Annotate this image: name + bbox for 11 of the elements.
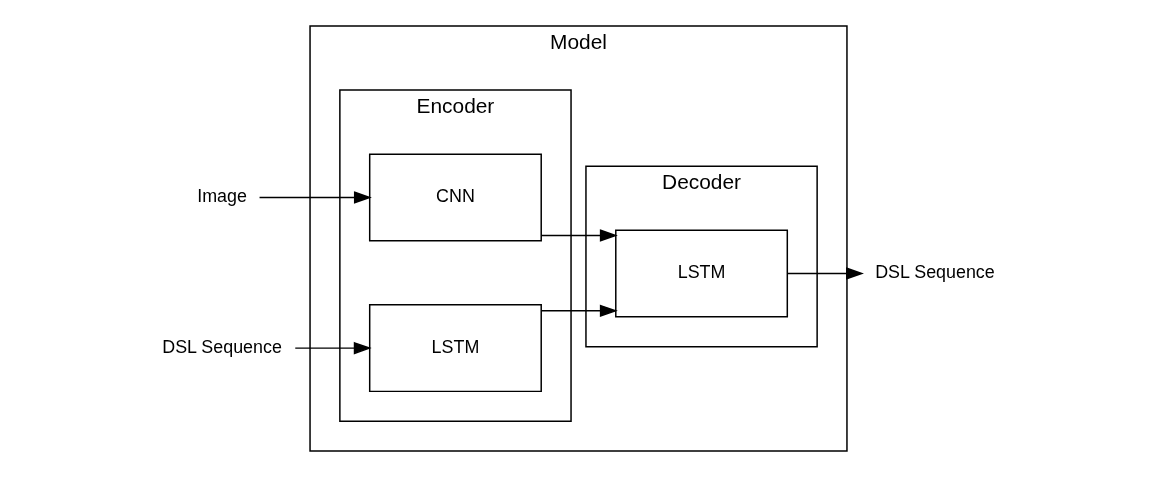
arrow: [294, 341, 372, 355]
arrow: [540, 229, 618, 242]
arrow: [540, 304, 618, 318]
node-text: Image: [196, 186, 247, 207]
node-text: DSL Sequence: [161, 336, 282, 357]
node-box: LSTM: [368, 304, 542, 393]
arrow: [258, 191, 372, 204]
node-text: DSL Sequence: [874, 262, 995, 283]
arrow: [786, 267, 864, 280]
node-box: CNN: [368, 153, 542, 242]
node-box: LSTM: [614, 229, 788, 318]
